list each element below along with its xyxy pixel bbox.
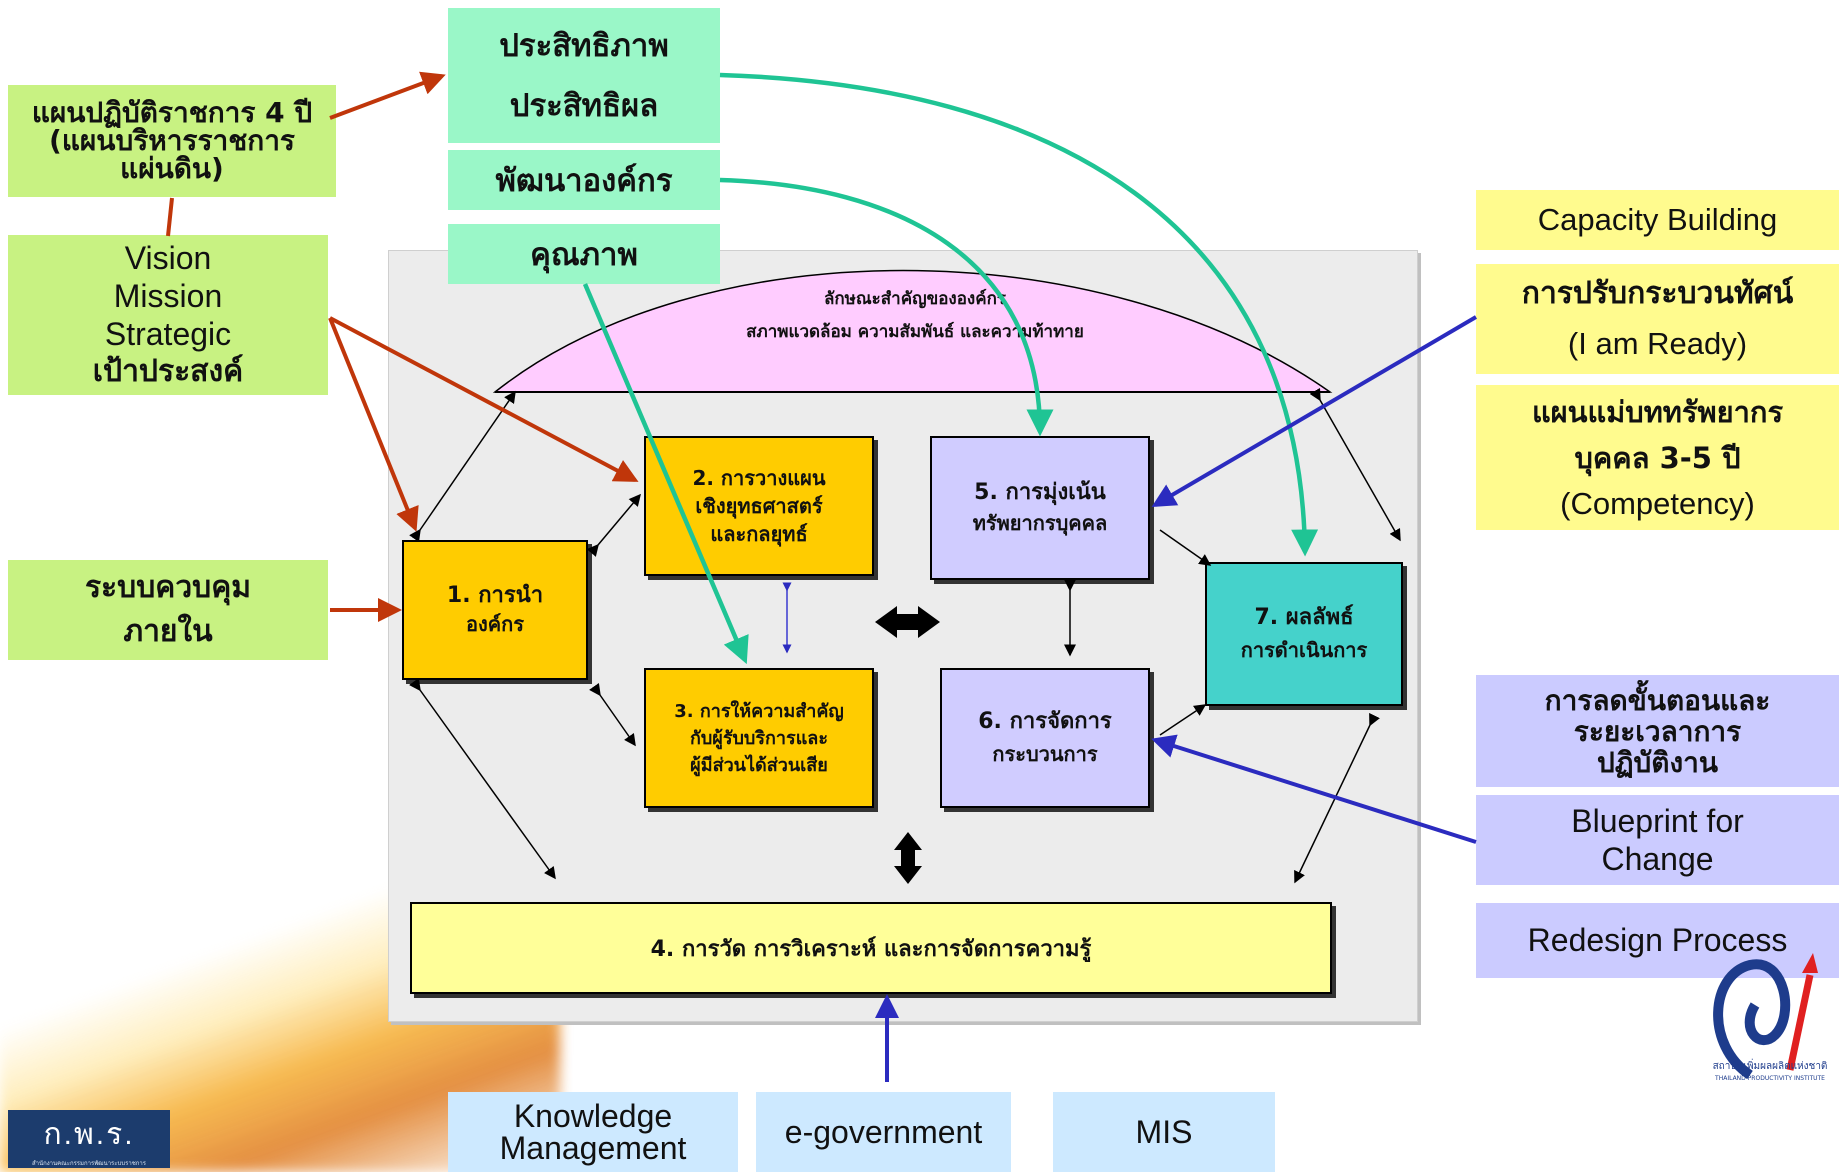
- criterion-6-process: 6. การจัดการ กระบวนการ: [940, 668, 1150, 808]
- effectiveness-label: ประสิทธิผล: [509, 87, 659, 124]
- vision-label: Vision: [124, 240, 212, 276]
- ftpi-logo: สถาบันเพิ่มผลผลิตแห่งชาติ THAILAND PRODU…: [1700, 935, 1840, 1095]
- goal-label: เป้าประสงค์: [92, 354, 244, 389]
- criterion-3-line1: 3. การให้ความสำคัญ: [674, 700, 844, 722]
- org-profile-text: ลักษณะสำคัญขององค์กร สภาพแวดล้อม ความสัม…: [640, 289, 1190, 342]
- e-government-label: e-government: [784, 1113, 983, 1150]
- quality-box: คุณภาพ: [448, 224, 720, 284]
- criterion-4-measurement: 4. การวัด การวิเคราะห์ และการจัดการความร…: [410, 902, 1332, 994]
- redesign-process-box: Redesign Process: [1476, 903, 1839, 978]
- reduce-steps-line1: การลดขั้นตอนและ: [1544, 683, 1771, 717]
- reduce-steps-line2: ระยะเวลาการ: [1573, 714, 1742, 748]
- mindset-line2: (I am Ready): [1567, 326, 1748, 361]
- quality-label: คุณภาพ: [530, 237, 638, 273]
- criterion-4-label: 4. การวัด การวิเคราะห์ และการจัดการความร…: [650, 936, 1092, 962]
- blueprint-line1: Blueprint for: [1571, 803, 1744, 839]
- strategic-label: Strategic: [104, 316, 232, 352]
- hr-masterplan-line3: (Competency): [1560, 485, 1755, 521]
- hr-masterplan-box: แผนแม่บททรัพยากร บุคคล 3-5 ปี (Competenc…: [1476, 385, 1839, 530]
- criterion-2-line2: เชิงยุทธศาสตร์: [695, 494, 823, 518]
- org-development-label: พัฒนาองค์กร: [495, 163, 673, 199]
- kpr-logo: ก.พ.ร. สำนักงานคณะกรรมการพัฒนาระบบราชการ: [8, 1110, 170, 1168]
- blueprint-line2: Change: [1601, 841, 1714, 877]
- ftpi-logo-icon: [1713, 953, 1818, 1080]
- vision-box: Vision Mission Strategic เป้าประสงค์: [8, 235, 328, 395]
- thick-double-arrow-horizontal: [875, 606, 940, 638]
- km-line1: Knowledge: [513, 1098, 673, 1134]
- efficiency-box: ประสิทธิภาพ ประสิทธิผล: [448, 8, 720, 143]
- criterion-1-line2: องค์กร: [465, 612, 524, 636]
- criterion-7-results: 7. ผลลัพธ์ การดำเนินการ: [1205, 562, 1403, 706]
- e-government-box: e-government: [756, 1092, 1011, 1172]
- blueprint-box: Blueprint for Change: [1476, 795, 1839, 885]
- criterion-3-customer-focus: 3. การให้ความสำคัญ กับผู้รับบริการและ ผู…: [644, 668, 874, 808]
- mindset-box: การปรับกระบวนทัศน์ (I am Ready): [1476, 264, 1839, 374]
- org-profile-line1: ลักษณะสำคัญขององค์กร: [823, 289, 1007, 309]
- redesign-process-label: Redesign Process: [1527, 922, 1788, 958]
- criterion-7-line1: 7. ผลลัพธ์: [1254, 605, 1354, 630]
- strategic-plan-label: แผนปฏิบัติราชการ 4 ปี (แผนบริหารราชการแผ…: [31, 96, 313, 185]
- efficiency-label: ประสิทธิภาพ: [499, 27, 669, 64]
- criterion-2-line3: และกลยุทธ์: [710, 522, 808, 546]
- reduce-steps-line3: ปฏิบัติงาน: [1596, 745, 1719, 779]
- mission-label: Mission: [113, 278, 223, 314]
- mis-box: MIS: [1053, 1092, 1275, 1172]
- ftpi-logo-text: สถาบันเพิ่มผลผลิตแห่งชาติ: [1712, 1061, 1828, 1072]
- ftpi-logo-subtext: THAILAND PRODUCTIVITY INSTITUTE: [1715, 1075, 1825, 1082]
- criterion-3-line3: ผู้มีส่วนได้ส่วนเสีย: [690, 754, 828, 776]
- criterion-3-line2: กับผู้รับบริการและ: [689, 727, 829, 749]
- strategic-plan-box: แผนปฏิบัติราชการ 4 ปี (แผนบริหารราชการแผ…: [8, 85, 336, 197]
- criterion-6-line2: กระบวนการ: [992, 742, 1098, 766]
- knowledge-management-box: Knowledge Management: [448, 1092, 738, 1172]
- kpr-logo-text: ก.พ.ร.: [43, 1117, 135, 1151]
- criterion-5-workforce: 5. การมุ่งเน้น ทรัพยากรบุคคล: [930, 436, 1150, 580]
- internal-control-box: ระบบควบคุม ภายใน: [8, 560, 328, 660]
- criterion-6-line1: 6. การจัดการ: [978, 709, 1112, 734]
- criterion-5-line2: ทรัพยากรบุคคล: [972, 511, 1108, 535]
- criterion-2-strategic-planning: 2. การวางแผน เชิงยุทธศาสตร์ และกลยุทธ์: [644, 436, 874, 576]
- reduce-steps-box: การลดขั้นตอนและ ระยะเวลาการ ปฏิบัติงาน: [1476, 675, 1839, 787]
- kpr-logo-subtext: สำนักงานคณะกรรมการพัฒนาระบบราชการ: [31, 1159, 147, 1167]
- mis-label: MIS: [1135, 1113, 1193, 1150]
- hr-masterplan-line1: แผนแม่บททรัพยากร: [1531, 394, 1784, 429]
- thick-double-arrow-vertical: [894, 832, 922, 884]
- capacity-building-box: Capacity Building: [1476, 190, 1839, 250]
- internal-control-line2: ภายใน: [123, 614, 213, 649]
- internal-control-line1: ระบบควบคุม: [84, 570, 252, 605]
- criterion-1-line1: 1. การนำ: [446, 583, 544, 608]
- criterion-2-line1: 2. การวางแผน: [692, 466, 826, 490]
- mindset-line1: การปรับกระบวนทัศน์: [1521, 276, 1794, 311]
- criterion-7-line2: การดำเนินการ: [1240, 638, 1368, 662]
- km-line2: Management: [499, 1130, 687, 1166]
- org-profile-line2: สภาพแวดล้อม ความสัมพันธ์ และความท้าทาย: [746, 322, 1084, 342]
- capacity-building-label: Capacity Building: [1537, 202, 1778, 237]
- criterion-5-line1: 5. การมุ่งเน้น: [974, 480, 1106, 505]
- org-development-box: พัฒนาองค์กร: [448, 150, 720, 210]
- hr-masterplan-line2: บุคคล 3-5 ปี: [1574, 440, 1741, 475]
